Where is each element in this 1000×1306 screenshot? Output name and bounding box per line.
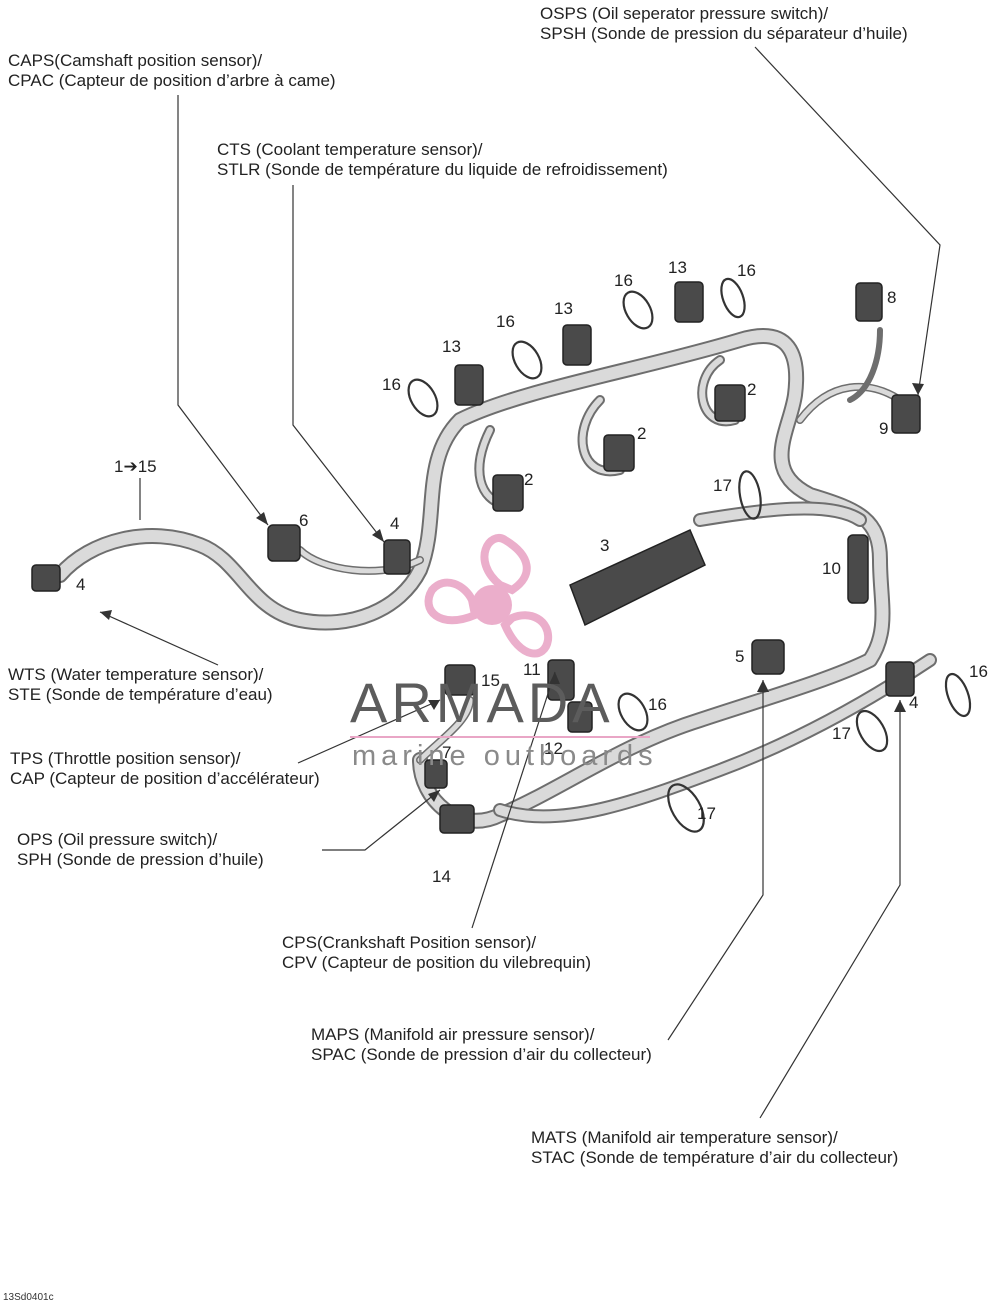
callout-tps-en: TPS (Throttle position sensor)/: [10, 749, 241, 768]
connector-2c: [492, 474, 524, 512]
callout-caps-fr: CPAC (Capteur de position d’arbre à came…: [8, 71, 336, 90]
connector-11: [547, 659, 575, 701]
callout-cts-fr: STLR (Sonde de température du liquide de…: [217, 160, 668, 179]
part-number: 16: [648, 695, 667, 714]
leader-arrowheads: [100, 383, 924, 802]
connector-9: [891, 394, 921, 434]
part-number: 13: [554, 299, 573, 318]
connector-2a: [714, 384, 746, 422]
connector-8: [855, 282, 883, 322]
leader-lines: [99, 46, 941, 1119]
callout-osps-fr: SPSH (Sonde de pression du séparateur d’…: [540, 24, 908, 43]
part-number: 7: [442, 743, 452, 762]
connector-12: [567, 701, 593, 733]
part-number: 10: [822, 559, 841, 578]
part-number: 13: [442, 337, 461, 356]
part-number: 15: [481, 671, 500, 690]
part-number: 11: [523, 660, 541, 679]
connector-13a: [454, 364, 484, 406]
watermark-brand: ARMADA: [350, 671, 614, 734]
part-number: 12: [544, 739, 563, 758]
part-number: 16: [614, 271, 633, 290]
connector-2b: [603, 434, 635, 472]
part-number: 17: [697, 804, 716, 823]
connector-4-wts: [31, 564, 61, 592]
watermark-tagline: marine outboards: [352, 740, 658, 772]
part-number: 16: [969, 662, 988, 681]
connector-5: [751, 639, 785, 675]
part-number: 16: [382, 375, 401, 394]
connector-13b: [562, 324, 592, 366]
watermark-logo-icon: [424, 534, 553, 658]
part-number: 4: [390, 514, 400, 533]
part-number: 17: [713, 476, 732, 495]
drawing-code: 13Sd0401c: [3, 1292, 54, 1303]
component-10: [847, 534, 869, 604]
callout-cts-en: CTS (Coolant temperature sensor)/: [217, 140, 483, 159]
connector-4-cts: [383, 539, 411, 575]
part-number: 13: [668, 258, 687, 277]
part-number: 17: [832, 724, 851, 743]
callout-mats-fr: STAC (Sonde de température d’air du coll…: [531, 1148, 899, 1167]
part-number: 6: [299, 511, 309, 530]
connector-6: [267, 524, 301, 562]
part-number: 4: [909, 693, 919, 712]
connectors: [31, 281, 921, 834]
callout-maps-en: MAPS (Manifold air pressure sensor)/: [311, 1025, 595, 1044]
part-number: 2: [637, 424, 647, 443]
connector-15: [444, 664, 476, 696]
callout-maps-fr: SPAC (Sonde de pression d’air du collect…: [311, 1045, 652, 1064]
connector-13c: [674, 281, 704, 323]
part-number: 8: [887, 288, 897, 307]
connector-4-mats: [885, 661, 915, 697]
part-number: 16: [496, 312, 515, 331]
clamps: [407, 277, 972, 833]
part-number: 4: [76, 575, 86, 594]
part-number: 2: [747, 380, 757, 399]
callout-wts-fr: STE (Sonde de température d’eau): [8, 685, 273, 704]
callout-ops-fr: SPH (Sonde de pression d’huile): [17, 850, 264, 869]
harness-cables: [52, 327, 937, 829]
connector-7: [424, 759, 448, 789]
callout-cps-fr: CPV (Capteur de position du vilebrequin): [282, 953, 592, 972]
part-number: 3: [600, 536, 610, 555]
callout-tps-fr: CAP (Capteur de position d’accélérateur): [10, 769, 320, 788]
callout-caps-en: CAPS(Camshaft position sensor)/: [8, 51, 263, 70]
part-number: 2: [524, 470, 534, 489]
component-3: [569, 528, 706, 627]
part-number: 16: [737, 261, 756, 280]
connector-14: [439, 804, 475, 834]
part-number: 9: [879, 419, 889, 438]
part-number: 14: [432, 867, 451, 886]
callout-osps-en: OSPS (Oil seperator pressure switch)/: [540, 4, 829, 23]
callout-cps-en: CPS(Crankshaft Position sensor)/: [282, 933, 537, 952]
part-number-range: 1➔15: [114, 457, 157, 476]
part-number: 5: [735, 647, 745, 666]
callout-wts-en: WTS (Water temperature sensor)/: [8, 665, 264, 684]
callout-ops-en: OPS (Oil pressure switch)/: [17, 830, 218, 849]
callout-mats-en: MATS (Manifold air temperature sensor)/: [531, 1128, 838, 1147]
